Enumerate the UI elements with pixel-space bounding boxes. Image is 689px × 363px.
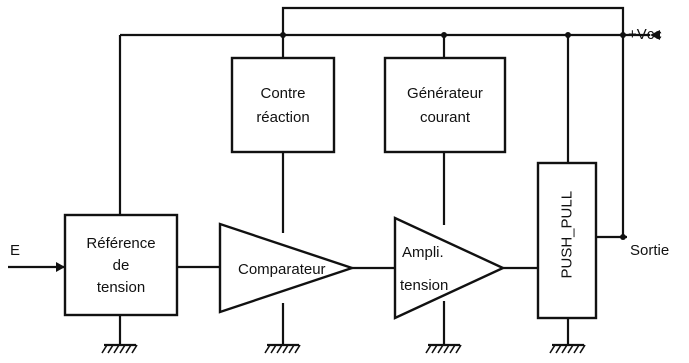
junction-dot [280,32,286,38]
vcc-arrowhead [650,30,660,40]
ground-symbol [549,343,586,354]
contre-reaction-label-line2: réaction [256,109,310,126]
supply-label: +Vcc [628,26,662,43]
reference-label-line3: tension [96,279,146,296]
output-junction-dot [620,234,626,240]
input-label: E [10,242,21,259]
ground-symbol [101,343,138,354]
generateur-block [383,56,507,154]
contre-reaction-label-line1: Contre [260,85,306,102]
push-pull-label: PUSH_PULL [558,190,576,279]
reference-label-line2: de [112,257,130,274]
comparateur-label: Comparateur [238,261,326,278]
junction-dot [620,32,626,38]
generateur-label-line1: Générateur [407,85,483,102]
output-label: Sortie [630,242,670,259]
comparateur-triangle [218,222,356,314]
ground-symbol [425,343,462,354]
ampli-triangle [393,216,506,320]
ampli-label-line1: Ampli. [402,244,444,261]
generateur-label-line2: courant [419,109,471,126]
ampli-label-line2: tension [400,277,449,294]
ground-symbol [264,343,301,354]
input-arrowhead [56,262,65,272]
reference-label-line1: Référence [86,235,156,252]
reference-block [63,213,179,317]
contre-reaction-block [230,56,336,154]
